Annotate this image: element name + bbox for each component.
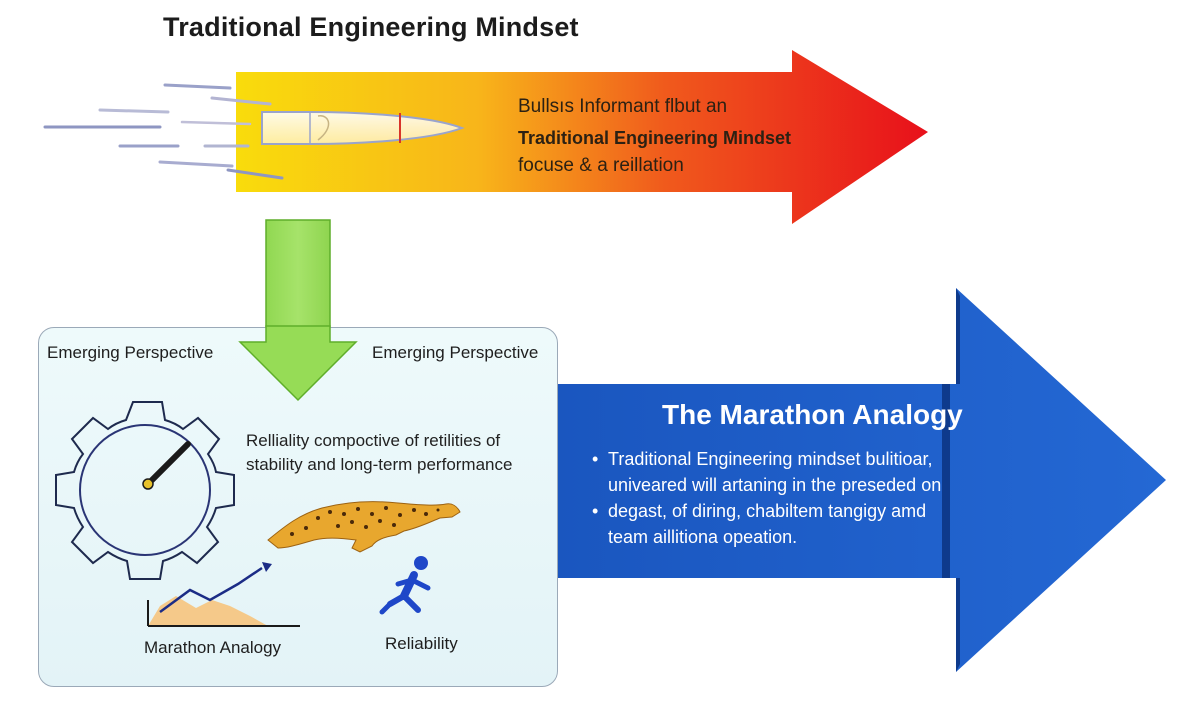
blue-arrow [555, 288, 1166, 672]
bullet-line: team aillitiona opeation. [608, 527, 798, 547]
blue-arrow-shadow [946, 288, 960, 384]
panel-label-right: Emerging Perspective [372, 343, 539, 362]
bullet-line: •Traditional Engineering mindset bulitio… [592, 449, 933, 469]
emerging-perspective-panel [38, 327, 558, 687]
panel-body-line-1: Relliality compoctive of retilities of [246, 431, 501, 450]
bullet-line: •degast, of diring, chabiltem tangigy am… [592, 501, 927, 521]
red-arrow [236, 50, 928, 224]
rocket-icon [261, 111, 465, 145]
speed-lines [43, 83, 284, 180]
blue-arrow-bullets: •Traditional Engineering mindset bulitio… [592, 446, 941, 550]
bullet-line: univeared will artaning in the preseded … [608, 475, 942, 495]
chart-label: Marathon Analogy [144, 638, 282, 657]
panel-body-line-2: stability and long-term performance [246, 455, 513, 474]
panel-label-left: Emerging Perspective [47, 343, 214, 362]
runner-label: Reliability [385, 634, 458, 653]
red-arrow-line-2: Traditional Engineering Mindset [518, 128, 792, 148]
red-arrow-line-1: Bullsıs Informant flbut an [518, 96, 728, 117]
red-arrow-line-3: focuse & a reillation [518, 155, 684, 176]
blue-arrow-title: The Marathon Analogy [662, 399, 963, 430]
page-title: Traditional Engineering Mindset [163, 12, 579, 42]
